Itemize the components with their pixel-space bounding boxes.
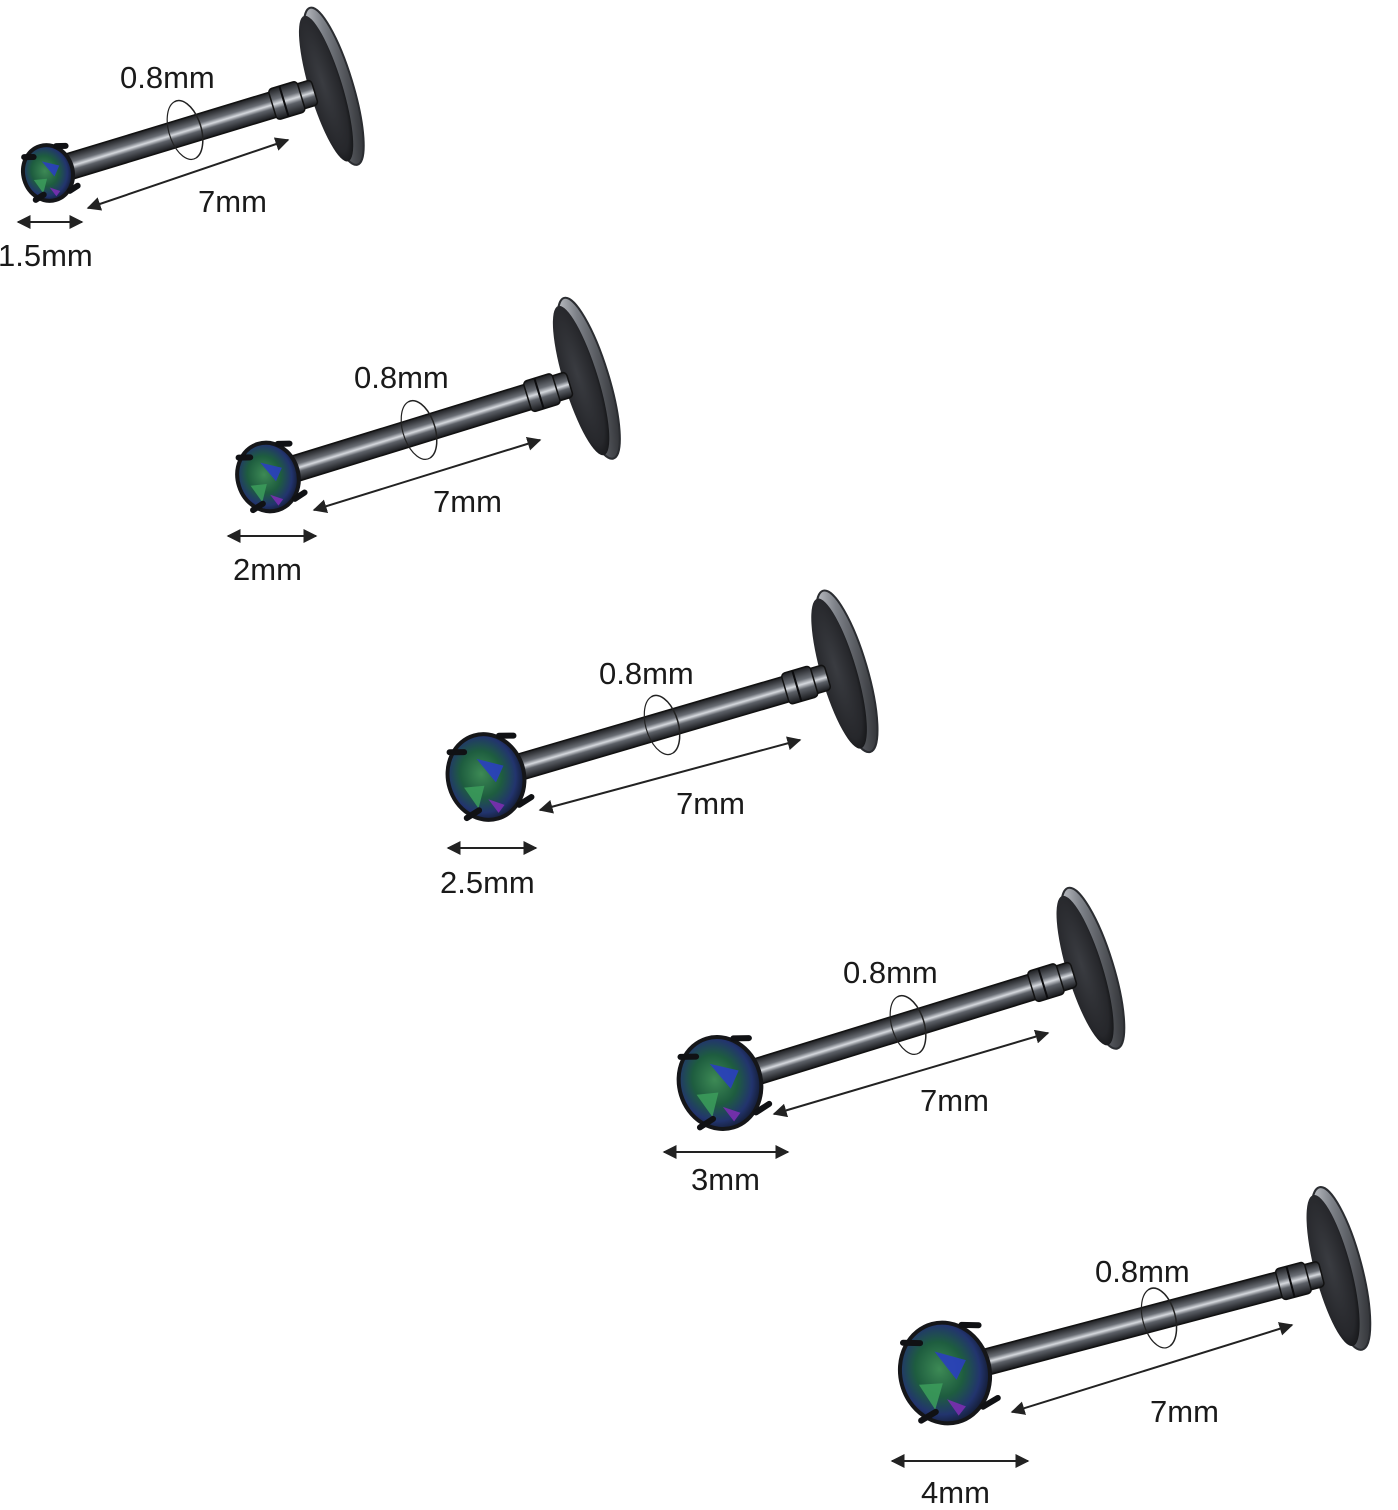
labret-stud-4: [662, 886, 1126, 1159]
length-dimension-arrow: [772, 1029, 1050, 1118]
gauge-label: 0.8mm: [1095, 1254, 1190, 1289]
length-label: 7mm: [198, 184, 267, 219]
gauge-label: 0.8mm: [120, 60, 215, 95]
gauge-label: 0.8mm: [599, 656, 694, 691]
length-label: 7mm: [433, 484, 502, 519]
crystal-gem: [897, 1320, 1001, 1426]
labret-stud-5: [890, 1186, 1372, 1468]
flat-disc-back: [298, 6, 365, 166]
crystal-gem: [20, 142, 81, 203]
length-dimension-arrow: [86, 137, 290, 211]
length-dimension-arrow: [538, 736, 802, 814]
gauge-label: 0.8mm: [843, 955, 938, 990]
flat-disc-back: [552, 296, 621, 460]
gem-size-label: 3mm: [691, 1162, 760, 1197]
labret-stud-2: [226, 296, 621, 543]
flat-disc-back: [1306, 1186, 1372, 1351]
length-label: 7mm: [1150, 1394, 1219, 1429]
gauge-label: 0.8mm: [354, 360, 449, 395]
labret-stud-3: [445, 589, 879, 855]
gem-size-label: 4mm: [921, 1475, 990, 1510]
gem-size-label: 2mm: [233, 552, 302, 587]
labret-stud-1: [16, 6, 365, 229]
crystal-gem: [445, 732, 535, 822]
flat-disc-back: [811, 589, 879, 754]
length-dimension-arrow: [1010, 1322, 1294, 1415]
length-label: 7mm: [920, 1083, 989, 1118]
length-label: 7mm: [676, 786, 745, 821]
crystal-gem: [676, 1035, 773, 1131]
length-dimension-arrow: [312, 437, 542, 513]
gem-size-label: 2.5mm: [440, 865, 535, 900]
gem-size-label: 1.5mm: [0, 238, 93, 273]
crystal-gem: [235, 440, 308, 514]
